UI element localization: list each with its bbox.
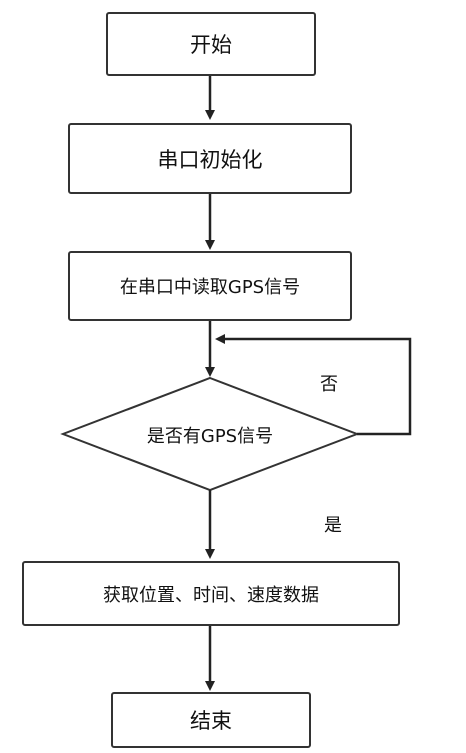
start-node: 开始 xyxy=(106,12,316,76)
get-data-label: 获取位置、时间、速度数据 xyxy=(103,584,319,606)
init-serial-node: 串口初始化 xyxy=(68,123,352,194)
no-label: 否 xyxy=(320,374,338,395)
read-gps-label: 在串口中读取GPS信号 xyxy=(119,277,301,298)
read-gps-node: 在串口中读取GPS信号 xyxy=(68,251,352,321)
end-node: 结束 xyxy=(111,692,311,748)
init-serial-label: 串口初始化 xyxy=(157,147,263,172)
get-data-node: 获取位置、时间、速度数据 xyxy=(22,561,400,626)
decision-label: 是否有GPS信号 xyxy=(146,426,274,447)
end-node-label: 结束 xyxy=(190,709,232,733)
yes-label: 是 xyxy=(324,515,342,536)
start-node-label: 开始 xyxy=(190,33,232,57)
arrow-no-loop xyxy=(215,334,412,436)
